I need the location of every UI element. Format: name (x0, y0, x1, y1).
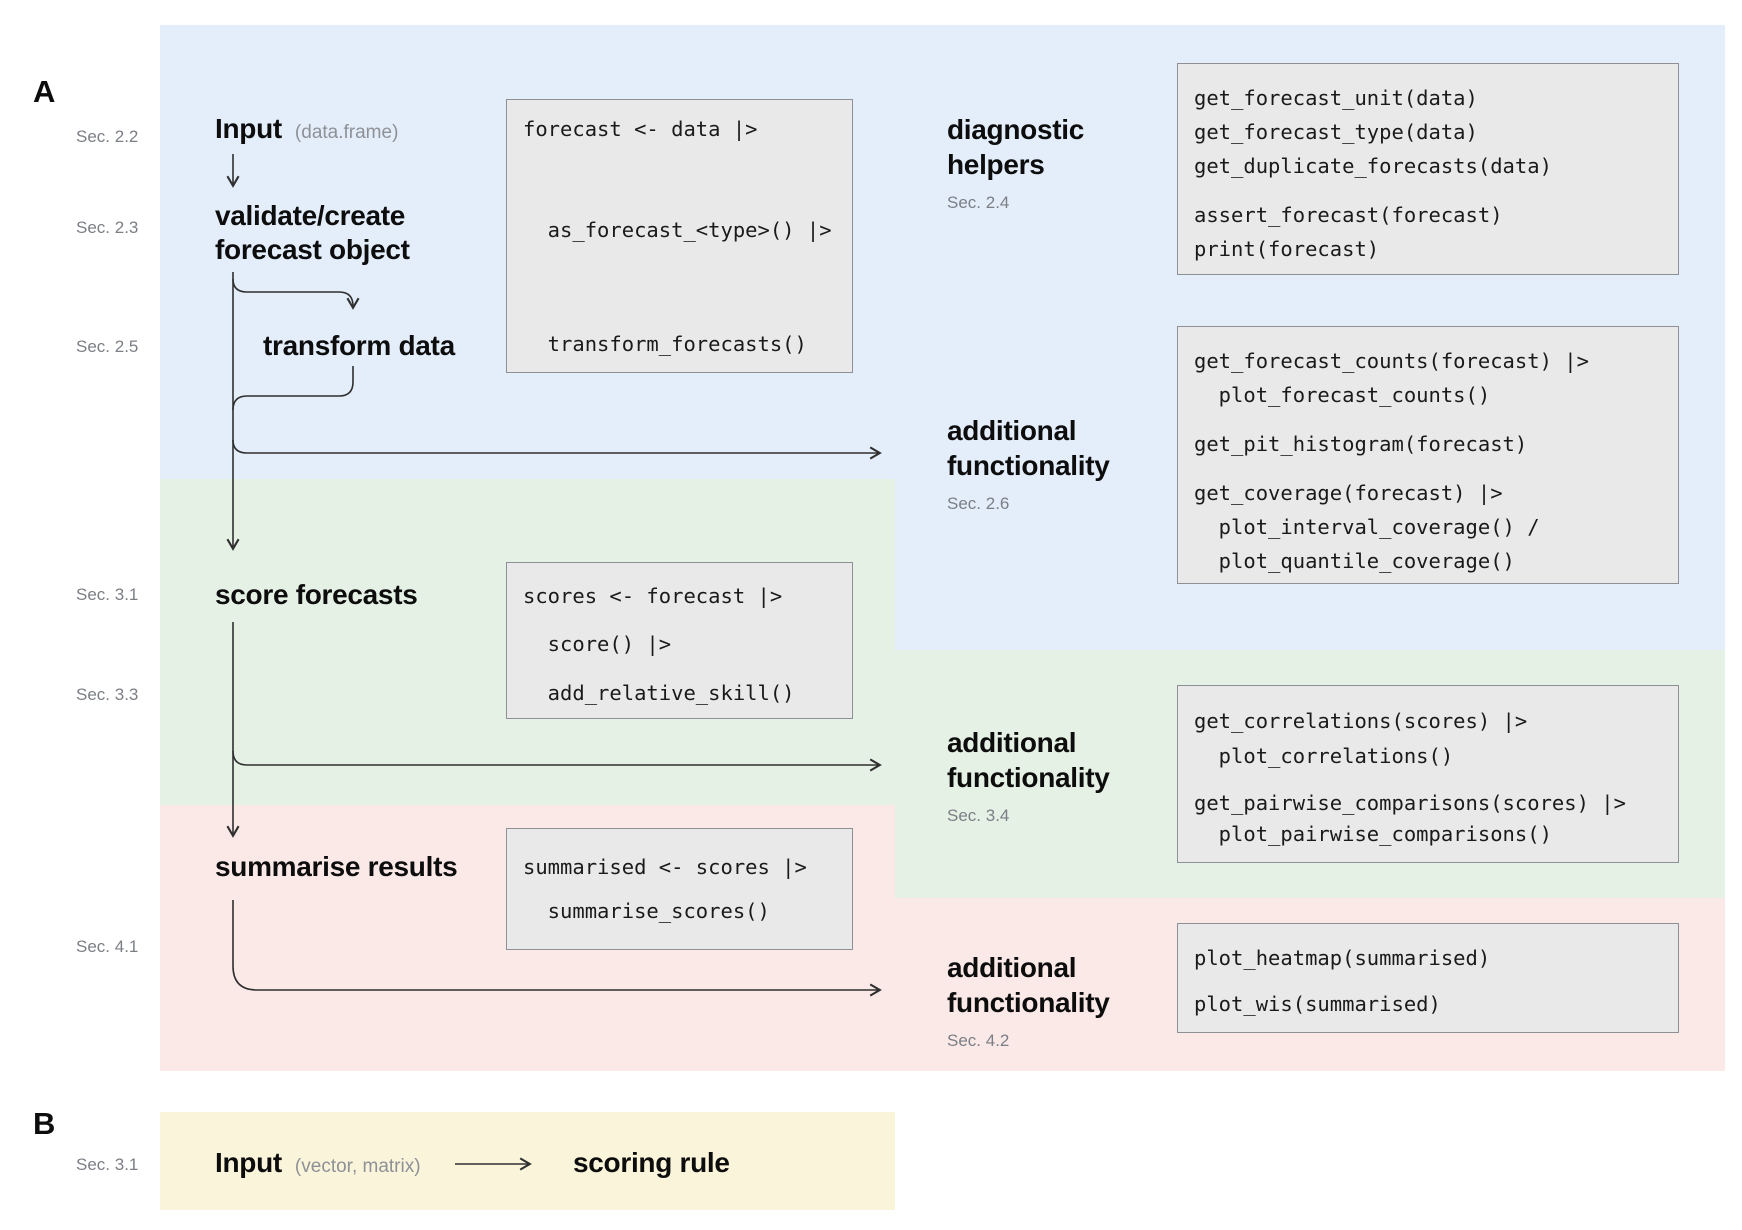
sec-label-4-1: Sec. 4.1 (76, 937, 139, 956)
code-line: score() |> (523, 632, 672, 656)
code-line: get_forecast_type(data) (1194, 120, 1478, 144)
node-b-input: Input (vector, matrix) (215, 1146, 421, 1180)
sec-label-3-1: Sec. 3.1 (76, 585, 139, 604)
sec-label-2-3: Sec. 2.3 (76, 218, 139, 237)
heading-additional-functionality-2: additional functionality Sec. 3.4 (947, 725, 1110, 826)
sec-label-3-3: Sec. 3.3 (76, 685, 139, 704)
panel-b-label: B (33, 1106, 56, 1141)
sec-label-4-2: Sec. 4.2 (947, 1031, 1010, 1050)
code-line: plot_interval_coverage() / (1194, 515, 1540, 539)
heading-additional-1-line2: functionality (947, 450, 1110, 481)
code-line: plot_wis(summarised) (1194, 992, 1441, 1016)
heading-diagnostic-line1: diagnostic (947, 114, 1085, 145)
code-line: assert_forecast(forecast) (1194, 203, 1503, 227)
code-line: get_pairwise_comparisons(scores) |> (1194, 791, 1626, 815)
code-line: plot_heatmap(summarised) (1194, 946, 1491, 970)
heading-additional-functionality-1: additional functionality Sec. 2.6 (947, 413, 1110, 514)
code-line: plot_correlations() (1194, 744, 1454, 768)
node-b-input-subtitle: (vector, matrix) (294, 1156, 421, 1177)
heading-additional-2-line1: additional (947, 727, 1077, 758)
node-scoring-rule: scoring rule (573, 1147, 730, 1178)
code-line: summarised <- scores |> (523, 855, 807, 879)
code-line: print(forecast) (1194, 237, 1380, 261)
codebox-additional-functionality-2: get_correlations(scores) |> plot_correla… (1177, 685, 1679, 863)
node-transform-data: transform data (263, 330, 455, 361)
sec-label-b-3-1: Sec. 3.1 (76, 1155, 139, 1174)
code-line: get_correlations(scores) |> (1194, 709, 1528, 733)
code-line: forecast <- data |> (523, 117, 758, 141)
node-validate-line1: validate/create (215, 200, 406, 231)
codebox-pipeline-summarised: summarised <- scores |> summarise_scores… (506, 828, 853, 950)
sec-label-2-5: Sec. 2.5 (76, 337, 139, 356)
heading-additional-1-line1: additional (947, 415, 1077, 446)
code-line: get_forecast_counts(forecast) |> (1194, 349, 1589, 373)
node-input: Input (data.frame) (215, 112, 398, 146)
code-line: as_forecast_<type>() |> (523, 218, 832, 242)
node-score-forecasts: score forecasts (215, 579, 418, 610)
codebox-additional-functionality-1: get_forecast_counts(forecast) |> plot_fo… (1177, 326, 1679, 584)
code-line: get_coverage(forecast) |> (1194, 481, 1503, 505)
code-line: plot_quantile_coverage() (1194, 549, 1515, 573)
node-validate-line2: forecast object (215, 234, 410, 265)
node-summarise-results: summarise results (215, 851, 458, 882)
sec-label-2-2: Sec. 2.2 (76, 127, 139, 146)
panel-a-label: A (33, 74, 56, 109)
code-line: add_relative_skill() (523, 681, 795, 705)
heading-additional-3-line2: functionality (947, 987, 1110, 1018)
code-line: get_duplicate_forecasts(data) (1194, 154, 1552, 178)
sec-label-2-4: Sec. 2.4 (947, 193, 1010, 212)
code-line: plot_pairwise_comparisons() (1194, 822, 1552, 846)
heading-additional-2-line2: functionality (947, 762, 1110, 793)
code-line: get_forecast_unit(data) (1194, 86, 1478, 110)
heading-additional-3-line1: additional (947, 952, 1077, 983)
heading-diagnostic-line2: helpers (947, 149, 1045, 180)
codebox-pipeline-scores: scores <- forecast |> score() |> add_rel… (506, 562, 853, 719)
code-line: plot_forecast_counts() (1194, 383, 1491, 407)
codebox-pipeline-forecast: forecast <- data |> as_forecast_<type>()… (506, 99, 853, 373)
node-b-input-title: Input (215, 1147, 282, 1178)
heading-additional-functionality-3: additional functionality Sec. 4.2 (947, 950, 1110, 1051)
sec-label-3-4: Sec. 3.4 (947, 806, 1010, 825)
node-input-title: Input (215, 113, 282, 144)
codebox-additional-functionality-3: plot_heatmap(summarised) plot_wis(summar… (1177, 923, 1679, 1033)
codebox-diagnostic-helpers: get_forecast_unit(data) get_forecast_typ… (1177, 63, 1679, 275)
heading-diagnostic-helpers: diagnostic helpers Sec. 2.4 (947, 112, 1084, 213)
node-validate-create: validate/create forecast object (215, 199, 410, 267)
code-line: transform_forecasts() (523, 332, 807, 356)
code-line: get_pit_histogram(forecast) (1194, 432, 1528, 456)
sec-label-2-6: Sec. 2.6 (947, 494, 1010, 513)
node-input-subtitle: (data.frame) (294, 122, 399, 143)
code-line: scores <- forecast |> (523, 584, 783, 608)
code-line: summarise_scores() (523, 899, 770, 923)
